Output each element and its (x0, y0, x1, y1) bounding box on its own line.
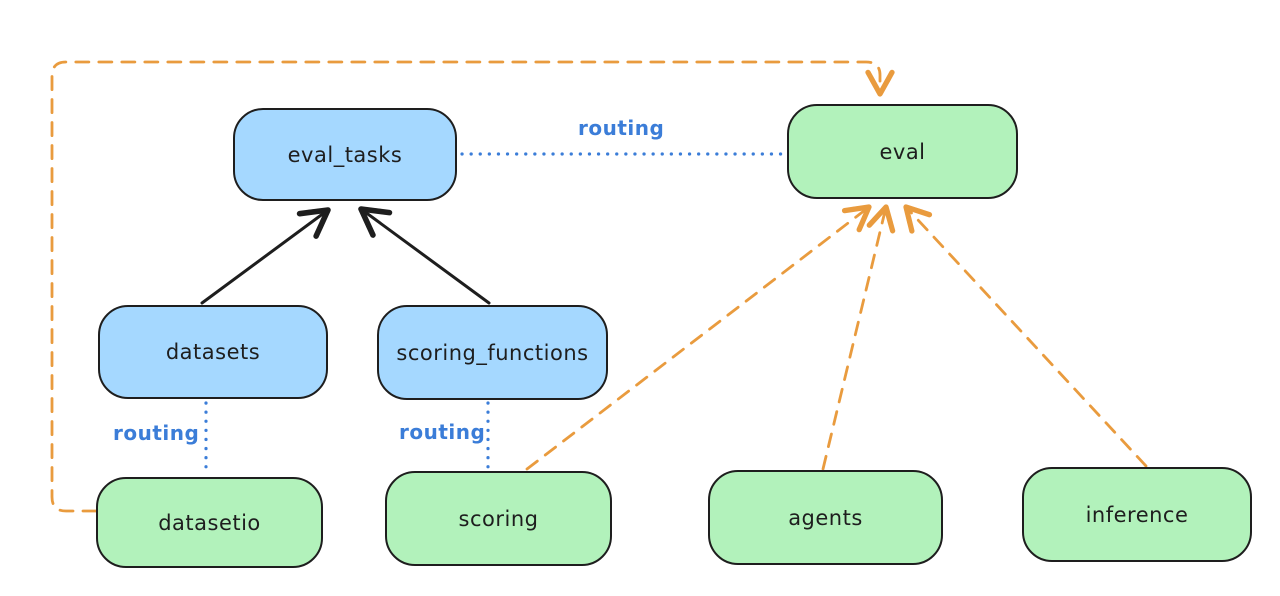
node-scoring: scoring (385, 471, 612, 566)
edge-datasets-to-eval_tasks (200, 207, 331, 305)
edge-scoring-to-eval (525, 204, 872, 471)
node-eval_tasks-label: eval_tasks (287, 142, 403, 167)
node-datasetio: datasetio (96, 477, 323, 568)
edge-datasetio-to-eval (50, 60, 895, 513)
node-scoring_functions: scoring_functions (377, 305, 608, 400)
node-scoring-label: scoring (458, 506, 539, 531)
node-eval-label: eval (879, 139, 926, 164)
node-datasets: datasets (98, 305, 328, 399)
node-agents-label: agents (788, 505, 863, 530)
node-scoring_functions-label: scoring_functions (396, 340, 589, 365)
node-agents: agents (708, 470, 943, 565)
node-datasetio-label: datasetio (158, 510, 261, 535)
node-inference-label: inference (1085, 502, 1189, 527)
edge-inference-to-eval (903, 204, 1148, 468)
edge-scoring_functions-to-eval_tasks (358, 206, 491, 305)
node-eval: eval (787, 104, 1018, 199)
node-inference: inference (1022, 467, 1252, 562)
edge-label-routing-datasets-datasetio: routing (113, 421, 200, 445)
node-datasets-label: datasets (165, 340, 261, 364)
edge-label-routing-scoring_functions-scoring: routing (399, 420, 486, 444)
edge-label-routing-eval_tasks-eval: routing (578, 116, 665, 140)
node-eval_tasks: eval_tasks (233, 108, 457, 201)
edge-agents-to-eval (821, 204, 896, 471)
